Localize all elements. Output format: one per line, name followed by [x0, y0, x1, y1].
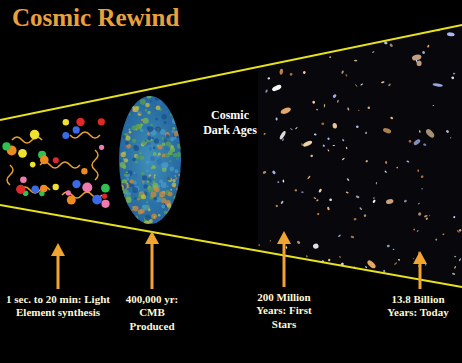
- nucleosynthesis-particles: [2, 118, 109, 208]
- diagram-title: Cosmic Rewind: [12, 4, 179, 32]
- timeline-label: 400,000 yr: CMB Produced: [118, 293, 186, 333]
- galaxies: [258, 24, 461, 288]
- era-label: Cosmic Dark Ages: [199, 108, 261, 137]
- cone-outline: [0, 25, 462, 287]
- timeline-label: 200 Million Years: First Stars: [245, 291, 323, 331]
- timeline-label: 1 sec. to 20 min: Light Element synthesi…: [6, 293, 110, 320]
- timeline-label: 13.8 Billion Years: Today: [378, 293, 458, 320]
- pointer-arrows: [51, 231, 427, 289]
- cmb-map: [117, 94, 183, 227]
